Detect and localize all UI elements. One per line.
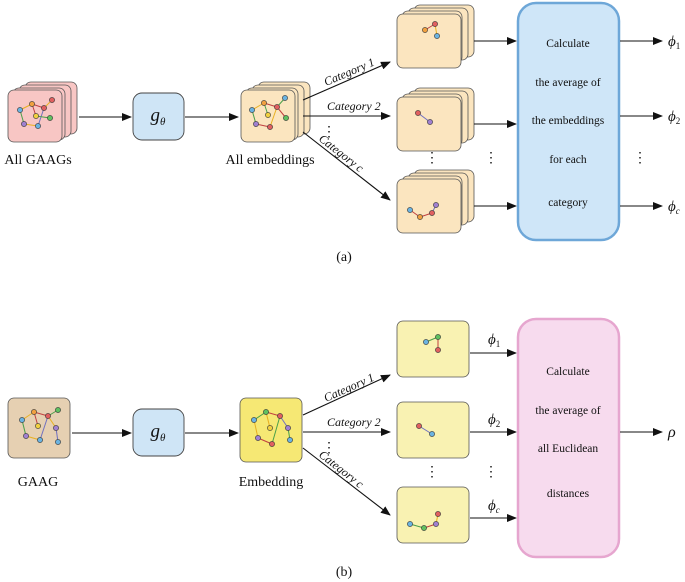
calc-line: category bbox=[548, 197, 588, 209]
category-1-embedding bbox=[396, 320, 470, 378]
caption-b: (b) bbox=[336, 565, 353, 580]
category-1-label: Category 1 bbox=[322, 370, 377, 405]
all-gaags-label: All GAAGs bbox=[4, 153, 71, 168]
category-c-embedding bbox=[396, 486, 470, 544]
phi-2-output: ϕ2 bbox=[668, 109, 680, 126]
vertical-ellipsis: ⋮ bbox=[322, 441, 336, 456]
calc-line: Calculate bbox=[546, 366, 589, 378]
node-icon bbox=[423, 339, 429, 345]
calc-line: distances bbox=[547, 488, 590, 500]
encoder-box-b bbox=[132, 408, 185, 457]
all-embeddings-stack bbox=[240, 81, 311, 143]
vertical-ellipsis: ⋮ bbox=[425, 151, 439, 166]
panel-b: GAAG gθ Embedding Category 1 bbox=[7, 317, 676, 580]
category-c-embedding-stack bbox=[396, 169, 475, 234]
phi-1-label: ϕ1 bbox=[488, 332, 500, 349]
vertical-ellipsis: ⋮ bbox=[484, 151, 498, 166]
calc-line: Calculate bbox=[546, 38, 589, 50]
gaag-label: GAAG bbox=[18, 475, 58, 490]
node-icon bbox=[429, 431, 435, 437]
calc-line: the average of bbox=[535, 405, 600, 417]
panel-a: All GAAGs gθ bbox=[4, 1, 680, 265]
node-icon bbox=[421, 525, 427, 531]
encoder-label-b: gθ bbox=[151, 421, 167, 444]
node-icon bbox=[435, 511, 441, 517]
calc-line: for each bbox=[549, 154, 587, 166]
encoder-box-a bbox=[132, 92, 185, 141]
category-2-embedding bbox=[396, 401, 470, 459]
node-icon bbox=[435, 347, 441, 353]
arrow-category-c bbox=[302, 131, 391, 201]
calc-line: the average of bbox=[535, 77, 600, 89]
calculate-average-box-a bbox=[516, 1, 621, 242]
node-icon bbox=[435, 334, 441, 340]
arrow-category-c bbox=[302, 447, 391, 516]
vertical-ellipsis: ⋮ bbox=[633, 151, 647, 166]
calc-line: the embeddings bbox=[532, 115, 605, 127]
embedding-label: Embedding bbox=[239, 475, 304, 490]
node-icon bbox=[433, 521, 439, 527]
category-2-embedding-stack bbox=[396, 87, 475, 152]
phi-1-output: ϕ1 bbox=[668, 34, 680, 51]
graph-icon bbox=[17, 97, 55, 129]
all-gaags-stack bbox=[7, 81, 78, 143]
category-2-label: Category 2 bbox=[327, 415, 381, 429]
arrow-category-1 bbox=[302, 61, 391, 101]
calc-line: all Euclidean bbox=[538, 443, 599, 455]
phi-c-label: ϕc bbox=[488, 498, 500, 515]
calculate-average-box-b bbox=[516, 317, 621, 559]
graph-icon bbox=[251, 409, 293, 447]
encoder-label-a: gθ bbox=[151, 105, 167, 128]
arrow-category-1 bbox=[302, 374, 391, 416]
category-2-label: Category 2 bbox=[327, 99, 381, 113]
phi-c-output: ϕc bbox=[668, 199, 680, 216]
node-icon bbox=[416, 423, 422, 429]
node-icon bbox=[407, 521, 413, 527]
rho-output: ρ bbox=[667, 424, 676, 441]
graph-icon bbox=[249, 95, 289, 130]
category-1-embedding-stack bbox=[396, 4, 475, 69]
vertical-ellipsis: ⋮ bbox=[425, 465, 439, 480]
vertical-ellipsis: ⋮ bbox=[484, 465, 498, 480]
graph-icon bbox=[19, 407, 61, 445]
all-embeddings-label: All embeddings bbox=[225, 153, 314, 168]
vertical-ellipsis: ⋮ bbox=[322, 125, 336, 140]
phi-2-label: ϕ2 bbox=[488, 412, 500, 429]
caption-a: (a) bbox=[336, 250, 352, 265]
